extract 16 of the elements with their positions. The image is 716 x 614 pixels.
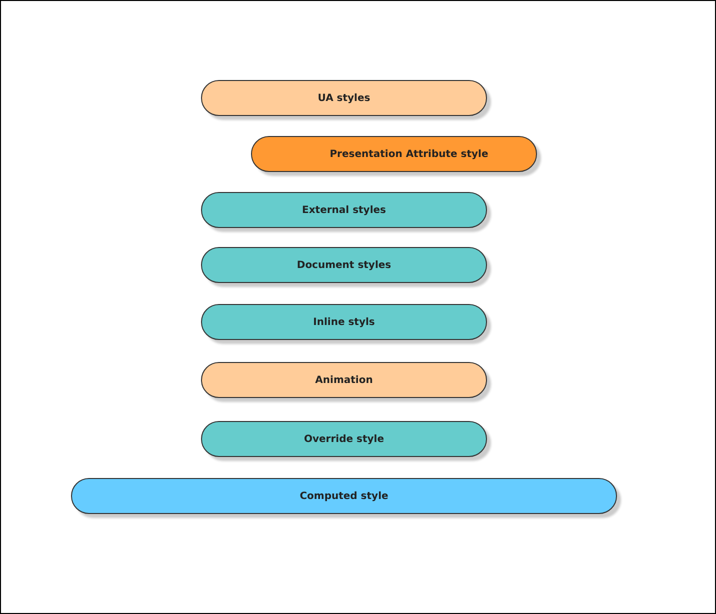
rounded-box: [201, 247, 487, 283]
rounded-box: [201, 421, 487, 457]
box-label: Computed style: [300, 490, 388, 502]
rounded-box: [71, 478, 617, 514]
rounded-box: [201, 192, 487, 228]
rounded-box: [201, 304, 487, 340]
box-label: Document styles: [296, 260, 392, 270]
box-label: External styles: [302, 204, 386, 216]
box-label: Presentation Attribute style: [330, 148, 488, 160]
box-label: Override style: [304, 434, 384, 444]
rounded-box: [201, 362, 487, 398]
box-label: Animation: [315, 374, 373, 386]
rounded-box: [251, 136, 537, 172]
box-label: UA styles: [318, 92, 370, 104]
rounded-box: [201, 80, 487, 116]
box-label: Inline styls: [313, 316, 375, 328]
